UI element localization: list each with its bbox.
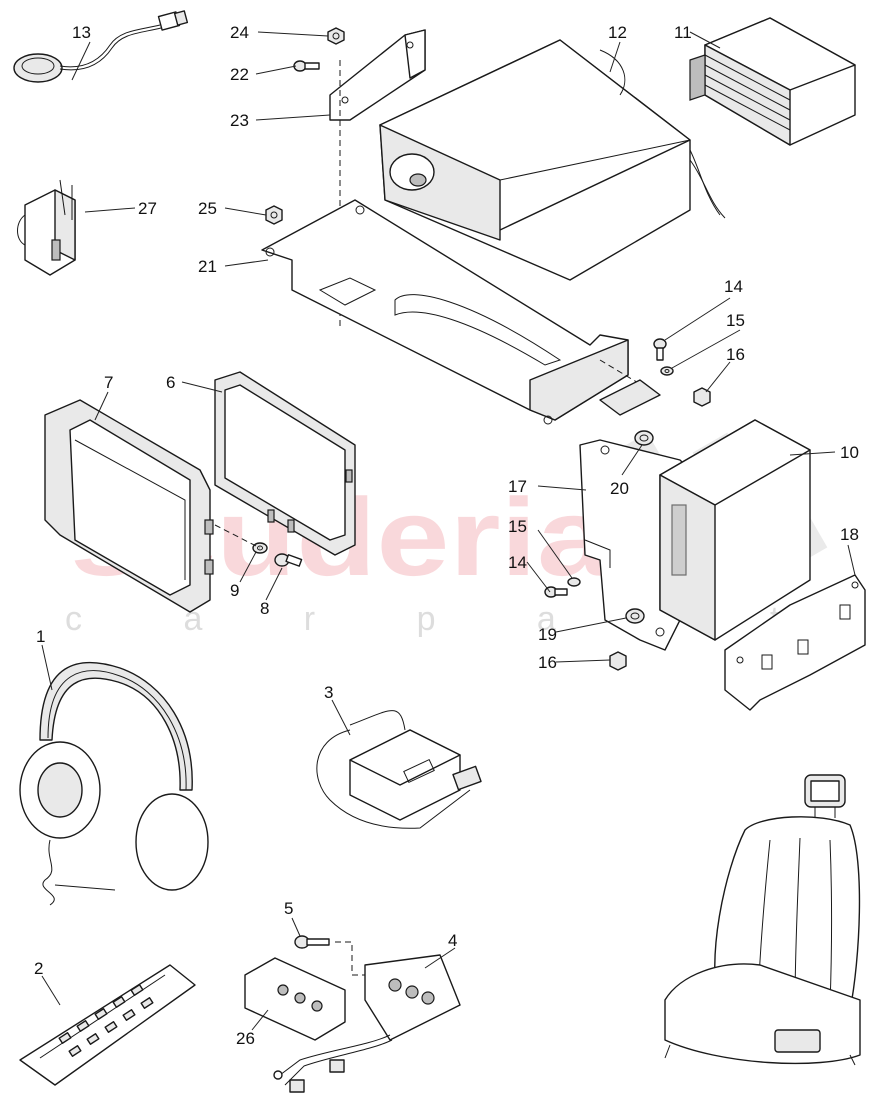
callout-19: 19 [538, 625, 557, 644]
callout-11: 11 [674, 23, 692, 42]
part-11-disc-magazine [689, 17, 856, 146]
callout-16-upper: 16 [726, 345, 745, 364]
callout-4: 4 [448, 931, 457, 950]
callout-7: 7 [104, 373, 113, 392]
part-2-remote-control [19, 964, 196, 1086]
callout-8: 8 [260, 599, 269, 618]
part-10-amplifier-box [659, 419, 811, 641]
part-26-av-bezel [244, 957, 346, 1041]
part-12-dvd-unit [379, 39, 726, 281]
callout-18: 18 [840, 525, 859, 544]
callout-1: 1 [36, 627, 45, 646]
callout-14-upper: 14 [724, 277, 743, 296]
part-22-screw [293, 60, 320, 72]
callout-16-lower: 16 [538, 653, 557, 672]
part-16-nut-upper [693, 387, 711, 407]
callout-2: 2 [34, 959, 43, 978]
part-4-av-panel [273, 954, 461, 1093]
callout-24: 24 [230, 23, 249, 42]
part-20-grommet [634, 430, 654, 446]
part-18-lower-bracket [724, 574, 866, 711]
callout-13: 13 [72, 23, 91, 42]
callout-27: 27 [138, 199, 157, 218]
part-15-washer-lower [567, 577, 581, 587]
callout-14-lower: 14 [508, 553, 527, 572]
part-25-nut [265, 205, 283, 225]
part-13-microphone [13, 10, 189, 83]
callout-12: 12 [608, 23, 627, 42]
callout-22: 22 [230, 65, 249, 84]
callout-15-lower: 15 [508, 517, 527, 536]
part-6-display [214, 371, 356, 556]
part-27-clip [17, 179, 76, 276]
callout-5: 5 [284, 899, 293, 918]
part-15-washer-upper [660, 366, 674, 376]
part-24-nut [327, 27, 345, 45]
callout-21: 21 [198, 257, 217, 276]
callout-3: 3 [324, 683, 333, 702]
callout-10: 10 [840, 443, 859, 462]
part-5-screw [294, 935, 365, 976]
part-1-headphones [19, 661, 209, 906]
remote-buttons [58, 984, 154, 1057]
callout-25: 25 [198, 199, 217, 218]
part-14-screw-upper [653, 338, 667, 361]
callout-26: 26 [236, 1029, 255, 1048]
callout-6: 6 [166, 373, 175, 392]
callout-23: 23 [230, 111, 249, 130]
part-16-nut-lower [609, 651, 627, 671]
callout-9: 9 [230, 581, 239, 600]
callout-15-upper: 15 [726, 311, 745, 330]
part-21-base-plate [261, 199, 651, 425]
part-7-display-bezel [44, 399, 214, 613]
part-3-transmitter-module [316, 710, 482, 829]
seat-illustration [664, 774, 861, 1066]
part-14-screw-lower [544, 586, 568, 598]
callouts: 13 24 22 23 12 11 27 25 21 14 15 16 7 6 … [34, 23, 859, 1048]
part-19-grommet [625, 608, 645, 624]
callout-17: 17 [508, 477, 527, 496]
leader-lines [41, 31, 856, 1031]
part-8-screw [274, 553, 303, 567]
callout-20: 20 [610, 479, 629, 498]
